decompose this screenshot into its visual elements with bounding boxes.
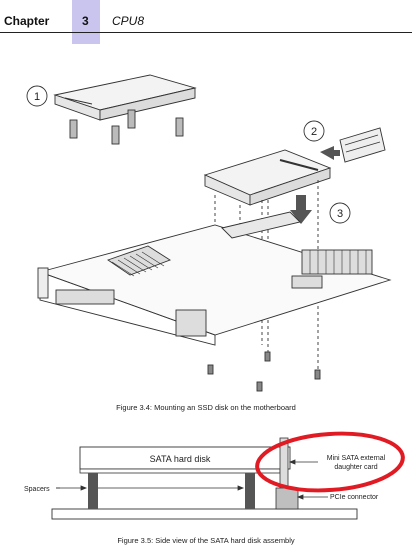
daughter-card-label-line2: daughter card	[334, 464, 377, 471]
chapter-number: 3	[82, 14, 89, 28]
step-number-3: 3	[337, 208, 343, 220]
step-number-1: 1	[34, 91, 40, 103]
sata-adapter-card	[339, 127, 386, 163]
figure-3-5-caption: Figure 3.5: Side view of the SATA hard d…	[117, 536, 295, 545]
figure-3-5-diagram: SATA hard disk Spacers Mini SATA externa…	[24, 431, 405, 520]
chapter-tab	[72, 0, 100, 44]
step-number-2: 2	[311, 126, 317, 138]
screws	[207, 351, 321, 392]
second-ssd-drawing	[203, 149, 332, 206]
pcie-pointer	[296, 494, 328, 500]
base-plate	[51, 508, 358, 520]
figure-3-4-caption: Figure 3.4: Mounting an SSD disk on the …	[116, 403, 296, 412]
header-rule	[0, 32, 412, 33]
step-marker-2: 2	[303, 120, 325, 142]
step-marker-3: 3	[329, 202, 351, 224]
daughter-card-label-line1: Mini SATA external	[327, 455, 386, 462]
pcie-connector-label: PCIe connector	[330, 494, 379, 501]
step-marker-1: 1	[26, 85, 48, 107]
figure-3-4-illustration: 1 2 3	[26, 74, 392, 392]
spacers-pointer	[56, 485, 245, 491]
standoff-spacers	[69, 109, 184, 145]
ssd-disk-drawing	[53, 74, 197, 121]
spacers-label: Spacers	[24, 486, 50, 493]
mounting-board	[79, 468, 281, 474]
spacer-right	[245, 473, 255, 509]
spacer-left	[88, 473, 98, 509]
highlight-ellipse	[255, 431, 405, 493]
arrow-down-icon	[290, 195, 312, 224]
sata-disk-label: SATA hard disk	[150, 454, 211, 464]
daughter-card-pointer	[288, 459, 318, 465]
arrow-icon	[320, 146, 340, 160]
pcie-connector	[275, 487, 299, 510]
motherboard-drawing	[37, 211, 392, 346]
chapter-label: Chapter	[4, 14, 50, 28]
page-header: Chapter 3 CPU8	[0, 0, 412, 44]
chapter-title: CPU8	[112, 14, 145, 28]
